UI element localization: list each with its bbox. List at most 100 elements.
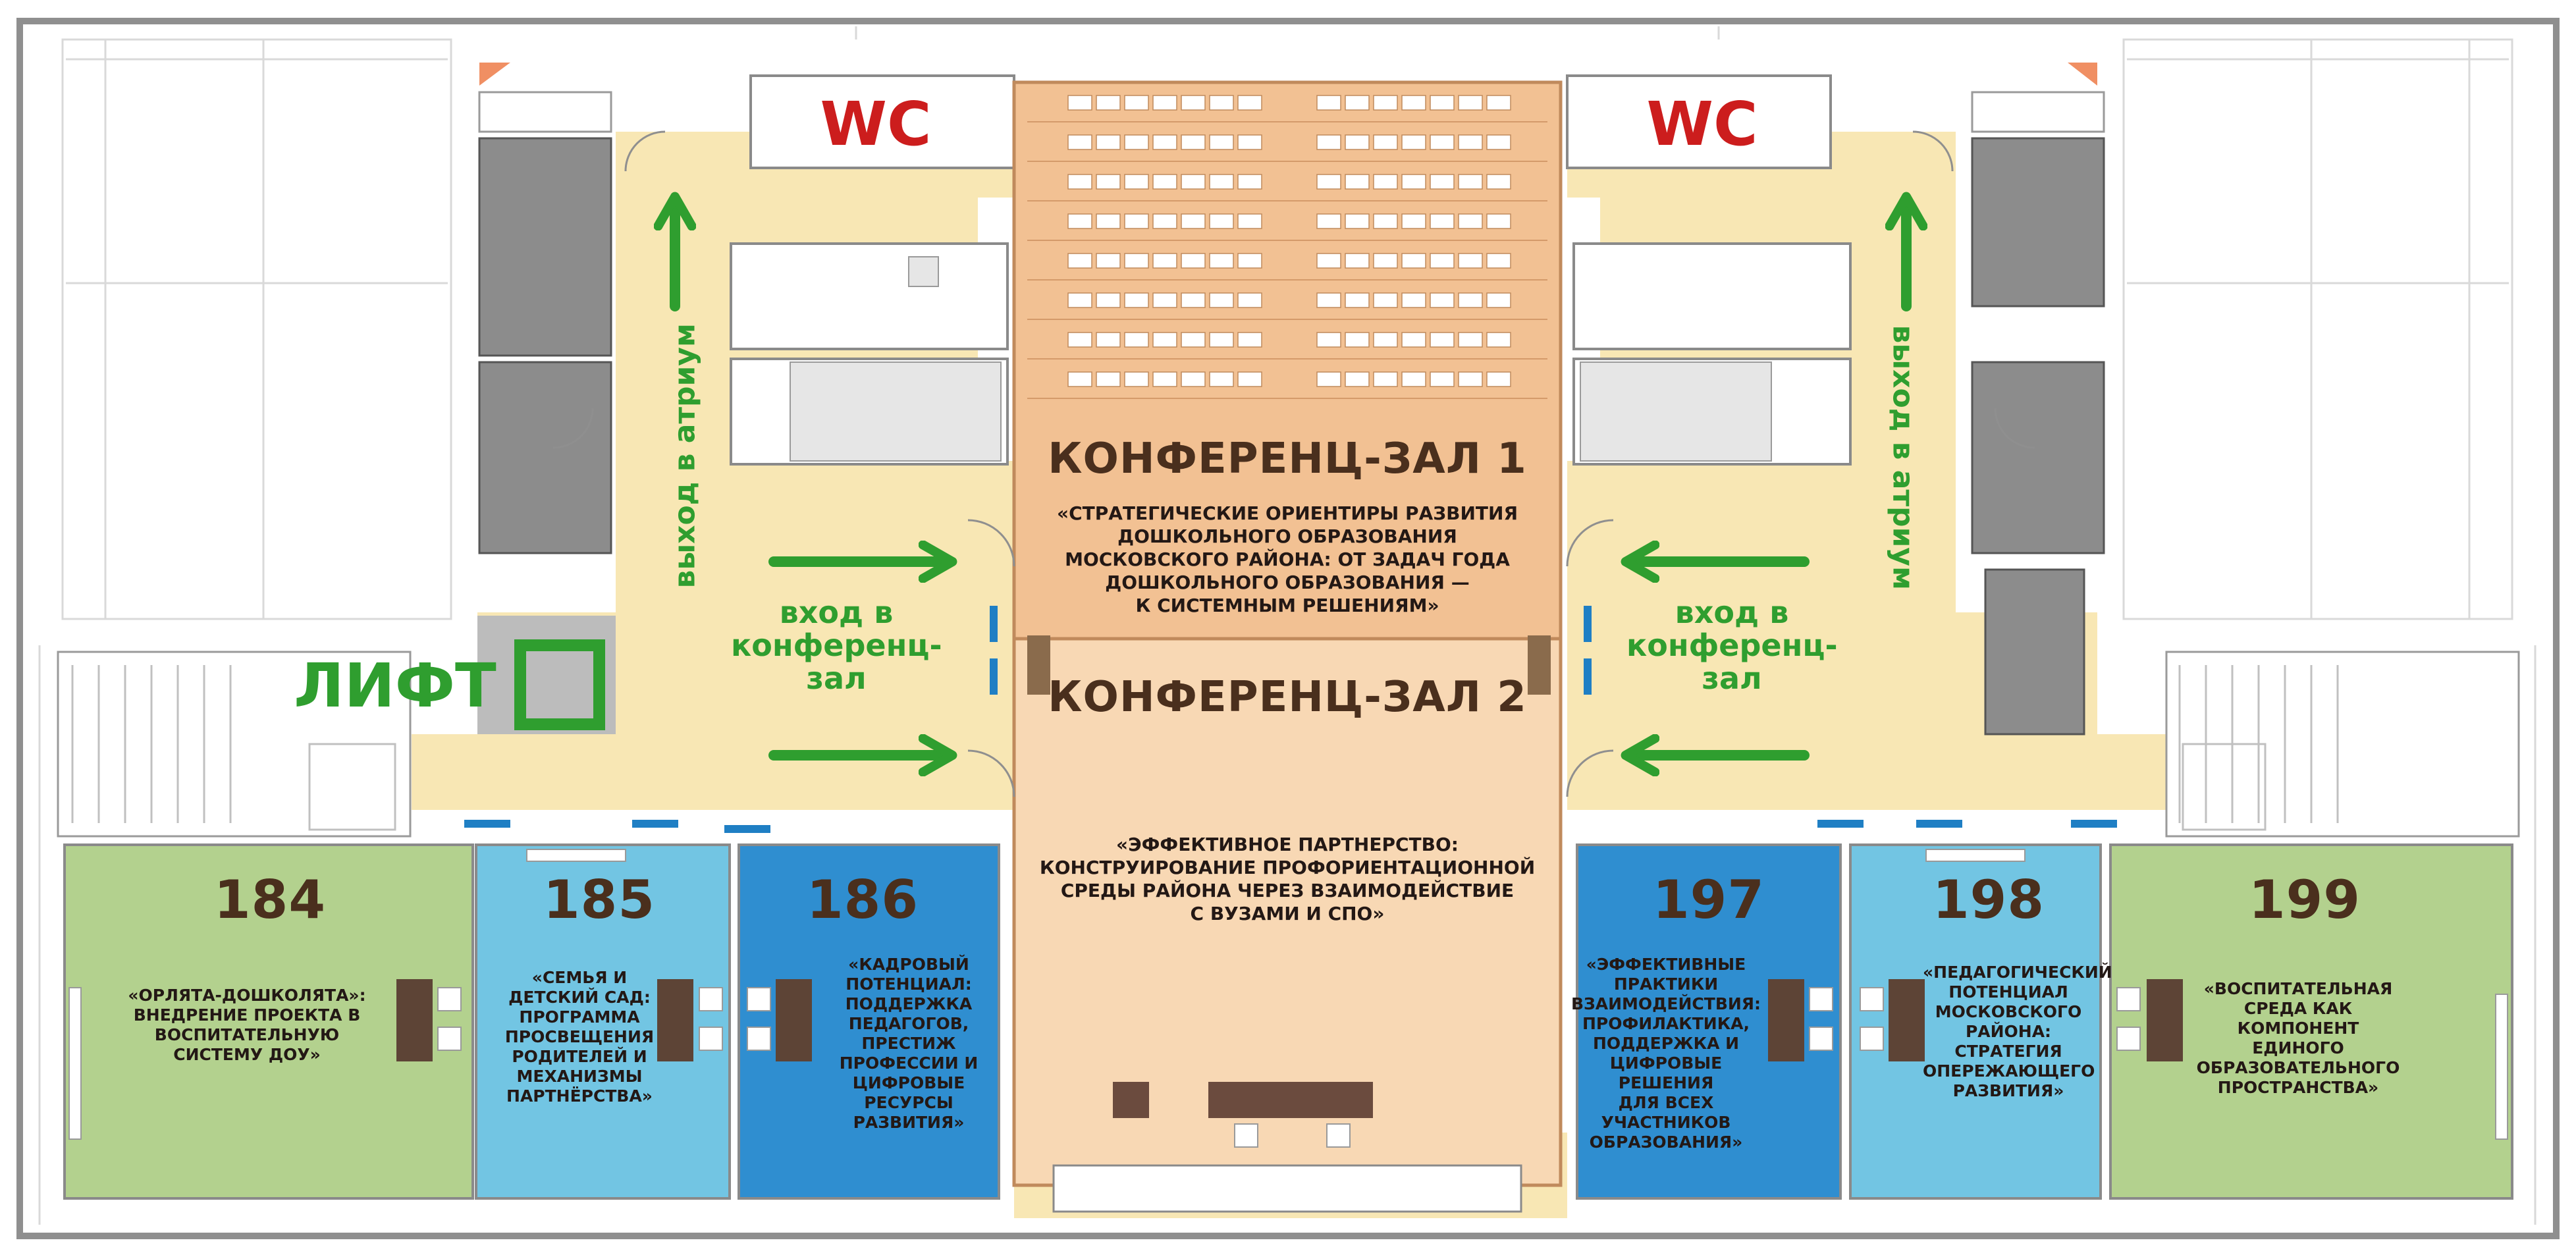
- hall-1-seat: [1401, 371, 1426, 387]
- room-186-description: «КАДРОВЫЙ ПОТЕНЦИАЛ: ПОДДЕРЖКА ПЕДАГОГОВ…: [826, 955, 991, 1133]
- hall-1-seat: [1316, 292, 1341, 308]
- lift-icon: [514, 639, 605, 730]
- hall-1-seat: [1430, 253, 1455, 269]
- entrance-sign-left: вход в конференц- зал: [731, 596, 942, 695]
- exit-atrium-label-right: выход в атриум: [1886, 325, 1920, 590]
- hall-1-seat: [1181, 292, 1206, 308]
- hall-1-seat: [1486, 253, 1511, 269]
- entrance-sign-line: зал: [1702, 660, 1762, 696]
- room-198-line: ОПЕРЕЖАЮЩЕГО: [1923, 1061, 2095, 1081]
- entrance-sign-right: вход в конференц- зал: [1626, 596, 1838, 696]
- room-184-description: «ОРЛЯТА-ДОШКОЛЯТА»: ВНЕДРЕНИЕ ПРОЕКТА В …: [105, 986, 389, 1065]
- room-199-line: «ВОСПИТАТЕЛЬНАЯ: [2203, 979, 2393, 998]
- hall-1-seat: [1401, 134, 1426, 150]
- hall-1-seat: [1237, 134, 1262, 150]
- hall-1-seat: [1067, 134, 1092, 150]
- room-185-line: ДЕТСКИЙ САД:: [508, 988, 651, 1007]
- room-185-description: «СЕМЬЯ И ДЕТСКИЙ САД: ПРОГРАММА ПРОСВЕЩЕ…: [497, 968, 662, 1106]
- hall-1-line: ДОШКОЛЬНОГО ОБРАЗОВАНИЯ: [1117, 525, 1457, 547]
- hall-1-seat: [1237, 95, 1262, 111]
- room-198-line: МОСКОВСКОГО: [1935, 1002, 2082, 1021]
- wc-fixtures: [790, 256, 1772, 462]
- room-186-number: 186: [807, 869, 919, 930]
- room-186-line: ПОТЕНЦИАЛ:: [845, 975, 972, 994]
- background-linework: [38, 26, 2536, 1225]
- hall-1-seat: [1458, 174, 1483, 190]
- room-198-line: СТРАТЕГИЯ: [1954, 1042, 2062, 1061]
- hall-1-seat: [1316, 95, 1341, 111]
- hall-1-seat: [1181, 95, 1206, 111]
- hall-1-seat: [1316, 253, 1341, 269]
- door-swings: [552, 130, 2035, 797]
- room-199-description: «ВОСПИТАТЕЛЬНАЯ СРЕДА КАК КОМПОНЕНТ ЕДИН…: [2193, 979, 2403, 1098]
- hall-1-seat: [1316, 134, 1341, 150]
- hall-1-seat: [1152, 292, 1177, 308]
- hall-1-seat: [1237, 371, 1262, 387]
- room-185-number: 185: [543, 869, 655, 930]
- room-197-line: ПОДДЕРЖКА И: [1592, 1034, 1740, 1053]
- hall-1-seat: [1458, 134, 1483, 150]
- hall-1-seat: [1458, 253, 1483, 269]
- room-chairs: [437, 987, 2141, 1051]
- hall-1-seat: [1067, 174, 1092, 190]
- hall-1-seat: [1373, 253, 1398, 269]
- hall-1-seat: [1152, 95, 1177, 111]
- room-184-line: ВНЕДРЕНИЕ ПРОЕКТА В: [133, 1005, 361, 1025]
- room-198-line: «ПЕДАГОГИЧЕСКИЙ: [1923, 963, 2112, 982]
- hall-1-seat: [1124, 292, 1149, 308]
- hall-1-seat: [1401, 174, 1426, 190]
- hall-1-seat: [1209, 292, 1234, 308]
- exit-atrium-label-left: выход в атриум: [668, 323, 702, 589]
- side-storage: [478, 91, 2105, 133]
- hall-1-seat: [1209, 253, 1234, 269]
- room-184-line: СИСТЕМУ ДОУ»: [173, 1045, 321, 1064]
- hall-1-seat: [1096, 371, 1121, 387]
- hall-1-seat: [1430, 371, 1455, 387]
- hall-1-seat: [1458, 292, 1483, 308]
- hall-1-seat: [1373, 134, 1398, 150]
- hall-2-chairs: [1234, 1123, 1351, 1148]
- room-198-line: ПОТЕНЦИАЛ: [1948, 982, 2068, 1002]
- entrance-sign-line: конференц-: [731, 628, 942, 663]
- lift-label: ЛИФТ: [294, 651, 496, 721]
- room-185-line: РОДИТЕЛЕЙ И: [512, 1047, 647, 1066]
- hall-1-seat: [1316, 371, 1341, 387]
- room-199-number: 199: [2249, 869, 2361, 930]
- corner-markers: [479, 63, 2097, 86]
- room-186-line: ПЕДАГОГОВ,: [848, 1014, 969, 1033]
- hall-1-seat: [1067, 253, 1092, 269]
- room-197-line: ПРОФИЛАКТИКА,: [1582, 1014, 1750, 1033]
- hall-1-seat: [1096, 95, 1121, 111]
- hall-2-tables: [1113, 1082, 1373, 1118]
- hall-1-seat: [1181, 371, 1206, 387]
- glass-panels: [464, 606, 2117, 833]
- room-197-line: ОБРАЗОВАНИЯ»: [1589, 1133, 1743, 1152]
- room-185-line: «СЕМЬЯ И: [531, 968, 628, 987]
- hall-1-seat: [1209, 332, 1234, 348]
- hall-1-seat: [1096, 213, 1121, 229]
- wc-label-left: WC: [820, 89, 932, 159]
- hall-2-line: С ВУЗАМИ И СПО»: [1190, 903, 1385, 924]
- hall-1-seat: [1067, 292, 1092, 308]
- hall-1-seat: [1237, 332, 1262, 348]
- hall-1-seat: [1237, 253, 1262, 269]
- hall-1-seat: [1067, 371, 1092, 387]
- hall-1-seat: [1124, 134, 1149, 150]
- hall-1-seat: [1401, 213, 1426, 229]
- room-199-line: ПРОСТРАНСТВА»: [2217, 1078, 2379, 1097]
- room-186-line: ЦИФРОВЫЕ: [852, 1073, 965, 1092]
- hall-1-seat: [1096, 134, 1121, 150]
- entrance-sign-line: конференц-: [1626, 628, 1838, 663]
- hall-1-seat: [1458, 371, 1483, 387]
- room-185-line: ПРОСВЕЩЕНИЯ: [504, 1027, 655, 1046]
- hall-1-seat: [1486, 95, 1511, 111]
- room-186-line: «КАДРОВЫЙ: [848, 955, 969, 974]
- room-198-line: РАЗВИТИЯ»: [1952, 1081, 2064, 1100]
- hall-1-seat: [1345, 292, 1370, 308]
- room-199-line: КОМПОНЕНТ ЕДИНОГО: [2237, 1019, 2359, 1057]
- hall-1-seat: [1345, 371, 1370, 387]
- hall-1-seat: [1096, 292, 1121, 308]
- hall-1-seat: [1345, 332, 1370, 348]
